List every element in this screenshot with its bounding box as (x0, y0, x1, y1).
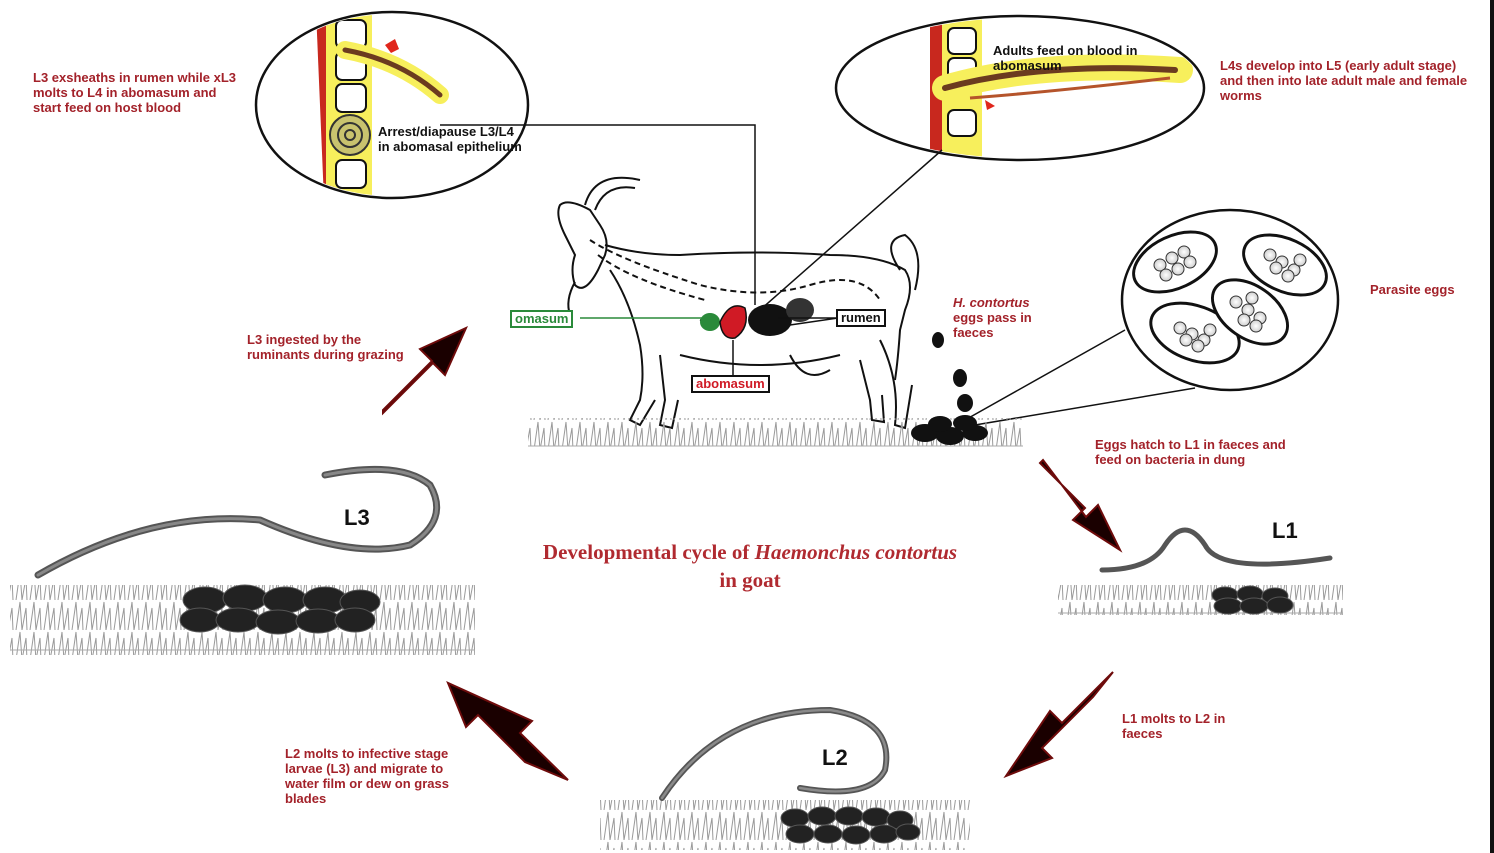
l2-stage-drawing (600, 710, 970, 850)
rumen-organ (748, 298, 814, 336)
arrest-magnified-view (256, 10, 528, 200)
arrow-hatch (1040, 460, 1120, 550)
eggs-hatch-label: Eggs hatch to L1 in faeces and feed on b… (1095, 437, 1315, 467)
diagram-title: Developmental cycle of Haemonchus contor… (440, 538, 1060, 594)
omasum-organ (700, 313, 720, 331)
adults-feed-label: Adults feed on blood in abomasum (993, 43, 1153, 73)
right-edge-bar (1490, 0, 1494, 853)
species-abbrev: H. contortus (953, 295, 1030, 310)
title-prefix: Developmental cycle of (543, 540, 755, 564)
adults-magnified-view (836, 16, 1204, 168)
l4-develop-label: L4s develop into L5 (early adult stage) … (1220, 58, 1470, 103)
l1-stage-tag: L1 (1272, 518, 1298, 544)
abomasum-organ (720, 306, 746, 338)
arrest-label: Arrest/diapause L3/L4 in abomasal epithe… (378, 124, 528, 154)
l3-exsheath-label: L3 exsheaths in rumen while xL3 molts to… (33, 70, 238, 115)
eggs-pass-text: eggs pass in faeces (953, 310, 1032, 340)
l2-stage-tag: L2 (822, 745, 848, 771)
parasite-eggs-label: Parasite eggs (1370, 282, 1490, 297)
l3-ingested-label: L3 ingested by the ruminants during graz… (247, 332, 407, 362)
l3-stage-tag: L3 (344, 505, 370, 531)
title-suffix: in goat (719, 568, 780, 592)
abomasum-label: abomasum (691, 375, 770, 393)
rumen-label: rumen (836, 309, 886, 327)
omasum-label: omasum (510, 310, 573, 328)
parasite-eggs-view (1122, 210, 1338, 390)
l1-stage-drawing (1058, 530, 1343, 615)
title-species: Haemonchus contortus (755, 540, 957, 564)
l2-molts-label: L2 molts to infective stage larvae (L3) … (285, 746, 470, 806)
arrow-l1-l2 (1006, 672, 1113, 776)
connector-lines (440, 125, 1195, 425)
faeces-pile (911, 332, 988, 445)
l1-molts-label: L1 molts to L2 in faeces (1122, 711, 1252, 741)
l3-stage-drawing (10, 469, 475, 655)
eggs-pass-label: H. contortus eggs pass in faeces (953, 295, 1053, 340)
